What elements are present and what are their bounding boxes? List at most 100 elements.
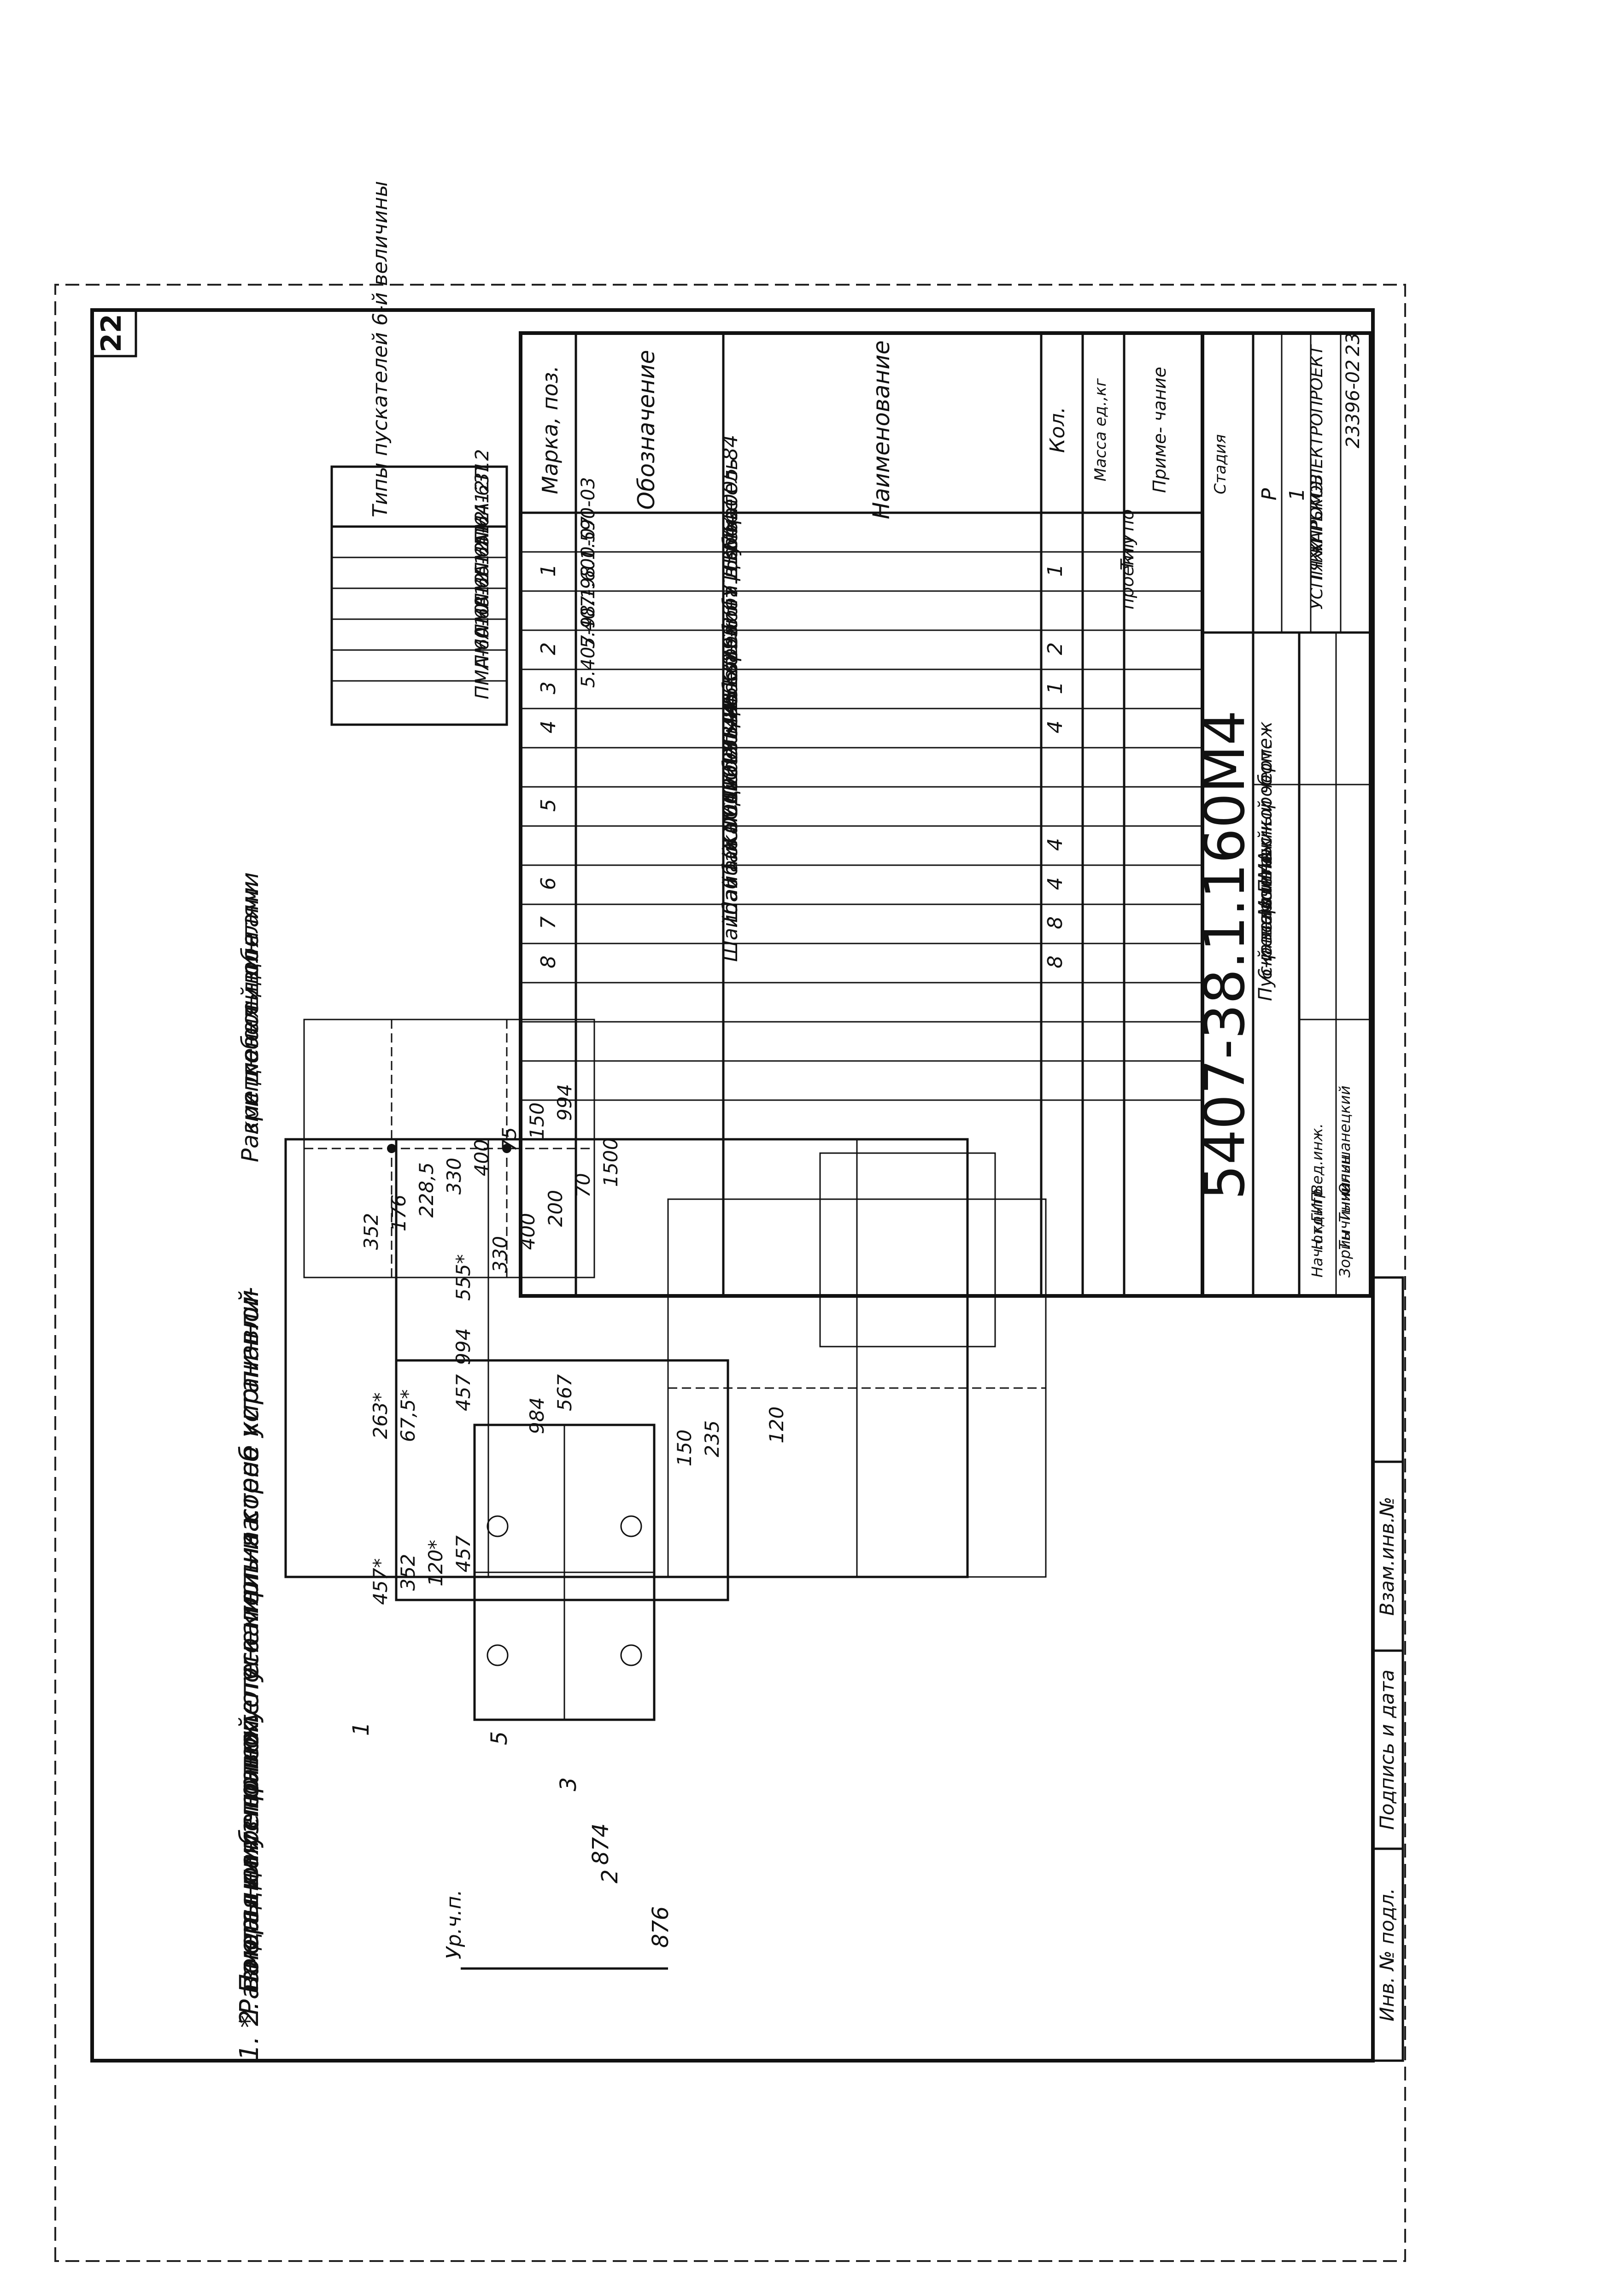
spec-row-qty: 8 <box>1044 955 1067 968</box>
spec-row-designation: 5.407-98.1.590-03 <box>578 477 599 649</box>
dimension-mark-330: 330 <box>443 1158 465 1195</box>
dimension-side-200: 200 <box>544 1190 567 1227</box>
left-margin-stamp: Инв. № подл. Подпись и дата Взам.инв.№ <box>1372 1276 1404 2062</box>
spec-row-name: Шайба6 ГОСТ6402-70 <box>719 732 742 962</box>
sheet-number-box <box>91 309 137 357</box>
type-row-3: ПМА-6512 <box>472 511 493 607</box>
floor-label: Ур.ч.п. <box>442 1890 466 1959</box>
spec-row-qty: 8 <box>1044 916 1067 929</box>
dimension-mark-994: 994 <box>553 1084 576 1121</box>
note-line: кладки из полнотелого кирпича. <box>235 1508 264 1957</box>
spec-header-mass: Масса ед.,кг <box>1091 378 1110 481</box>
title-stage: Р <box>1258 488 1281 500</box>
spec-row-pos: 8 <box>537 955 560 968</box>
org-line: ХАРЬКОВ <box>1307 474 1326 555</box>
front-view <box>395 1359 729 1721</box>
dimension-side-330: 330 <box>489 1236 511 1273</box>
sheet-number: 22 <box>95 314 128 352</box>
spec-row-pos: 3 <box>537 681 560 694</box>
dimension-front-235: 235 <box>701 1420 723 1457</box>
drawing-frame <box>90 308 1375 2062</box>
signature-role: Н.контр. <box>1308 1184 1326 1250</box>
spec-header-designation: Обозначение <box>633 350 660 510</box>
dimension-side-555: 555* <box>452 1254 475 1301</box>
spec-header-name: Наименование <box>868 340 895 520</box>
dimension-front-567: 567 <box>553 1374 576 1411</box>
spec-row-name: Скоба в сборе <box>719 499 742 649</box>
margin-label-replace: Взам.инв.№ <box>1376 1497 1398 1616</box>
title-block: 5407-38.1.160М4 <box>1193 331 1372 1298</box>
type-row-4: ПМА-6612П <box>472 528 493 638</box>
title-line: 6-й величины <box>1255 848 1276 980</box>
note-line: 1. *Размеры для справок. <box>235 1713 264 2061</box>
dimension-mark-400: 400 <box>470 1139 493 1176</box>
spec-row-name: Шайба6 ГОСТ6958-78 <box>719 693 742 923</box>
spec-row-name: ГайкаМ6ГОСТ5915-70 <box>719 653 742 884</box>
dimension-mark-352: 352 <box>360 1213 382 1250</box>
note-line: 2. По данному чертежу пускатель и короб … <box>235 1287 264 2026</box>
dimension-mark-176: 176 <box>387 1195 410 1231</box>
position-callout: 8 <box>648 1934 674 1948</box>
spec-row-name: ТУ14-4.1375-86 <box>719 604 742 766</box>
dimension-front-120: 120 <box>765 1406 788 1443</box>
spec-row-name: Короб <box>719 623 742 688</box>
margin-label-sign: Подпись и дата <box>1376 1670 1398 1830</box>
type-row-2: ПМА-6412П <box>472 466 493 576</box>
dimension-front-width: 457* <box>369 1558 392 1605</box>
archive-sheet: 23 <box>1343 333 1364 356</box>
type-row-5: ПМА-6812 <box>472 573 493 668</box>
spec-row-qty: 4 <box>1044 838 1067 851</box>
dimension-side-400: 400 <box>516 1213 539 1250</box>
spec-row-pos: 2 <box>537 642 560 655</box>
title-line: Монтажный чертеж <box>1255 721 1276 916</box>
dimension-front-150: 150 <box>673 1430 696 1466</box>
title-line: Пускатель ПМА <box>1255 851 1276 1001</box>
spec-header-qty: Кол. <box>1046 407 1069 453</box>
spec-header-pos: Марка, поз. <box>538 365 563 494</box>
dimension-mark-150: 150 <box>526 1102 548 1139</box>
signature-role: Нач.отд. <box>1308 1212 1326 1277</box>
spec-row-designation: 5.407-98.1.600-07 <box>578 516 599 688</box>
spec-row-note: Тип по <box>1117 509 1137 570</box>
spec-table: Марка, поз. Обозначение Наименование Кол… <box>519 331 1204 1298</box>
title-line: на стене с коробом. <box>1255 743 1276 937</box>
types-table: Типы пускателей 6-й величины <box>330 181 508 726</box>
spec-row-note: проекту <box>1117 534 1137 609</box>
dimension-front-984: 984 <box>526 1397 548 1434</box>
signature-name: Зорин <box>1336 1230 1354 1277</box>
dimension-side-994: 994 <box>452 1328 475 1365</box>
dimension-side-675: 67,5* <box>397 1389 419 1442</box>
spec-row-qty: 1 <box>1044 681 1067 694</box>
spec-row-pos: 1 <box>537 564 560 577</box>
marking-title-line: и дюбель-винтами <box>237 881 264 1107</box>
dimension-mark-2285: 228,5 <box>415 1162 438 1218</box>
position-callout: 1 <box>348 1722 374 1736</box>
dimension-front-half: 120* <box>424 1540 447 1586</box>
spec-row-pos: 6 <box>537 877 560 890</box>
spec-row-pos: 4 <box>537 721 560 733</box>
signature-name: Тычинин <box>1336 1182 1354 1250</box>
position-callout: 3 <box>556 1777 581 1792</box>
spec-row-name: ТУ16-644.005-84 <box>719 435 742 609</box>
dimension-side-1500: 1500 <box>599 1138 622 1187</box>
spec-row-name: Пускатель <box>719 458 742 570</box>
position-callout: 2 <box>597 1869 623 1884</box>
spec-row-qty: 4 <box>1044 721 1067 733</box>
spec-row-name: Дюбель-винт ДВМ6 <box>719 520 742 728</box>
dimension-side-depth: 263* <box>369 1392 392 1439</box>
signature-role: Вед.инж. <box>1308 1123 1326 1195</box>
signature-name: Тычинин <box>1336 1154 1354 1222</box>
position-callout: 5 <box>487 1731 512 1746</box>
dimension-side-457: 457 <box>452 1374 475 1411</box>
note-line: ваются на бетонной стене или на стене ки… <box>235 1290 264 1992</box>
title-line: реверсивный <box>1255 830 1276 959</box>
position-callout: 4 <box>588 1823 614 1838</box>
spec-row-qty: 2 <box>1044 642 1067 655</box>
dimension-front-holes: 352 <box>397 1554 419 1591</box>
spec-row-pos: 7 <box>537 916 560 929</box>
doc-code: 5407-38.1.160М4 <box>1193 710 1257 1200</box>
dimension-mark-75: 75 <box>498 1127 521 1151</box>
position-callout: 7 <box>588 1837 614 1851</box>
